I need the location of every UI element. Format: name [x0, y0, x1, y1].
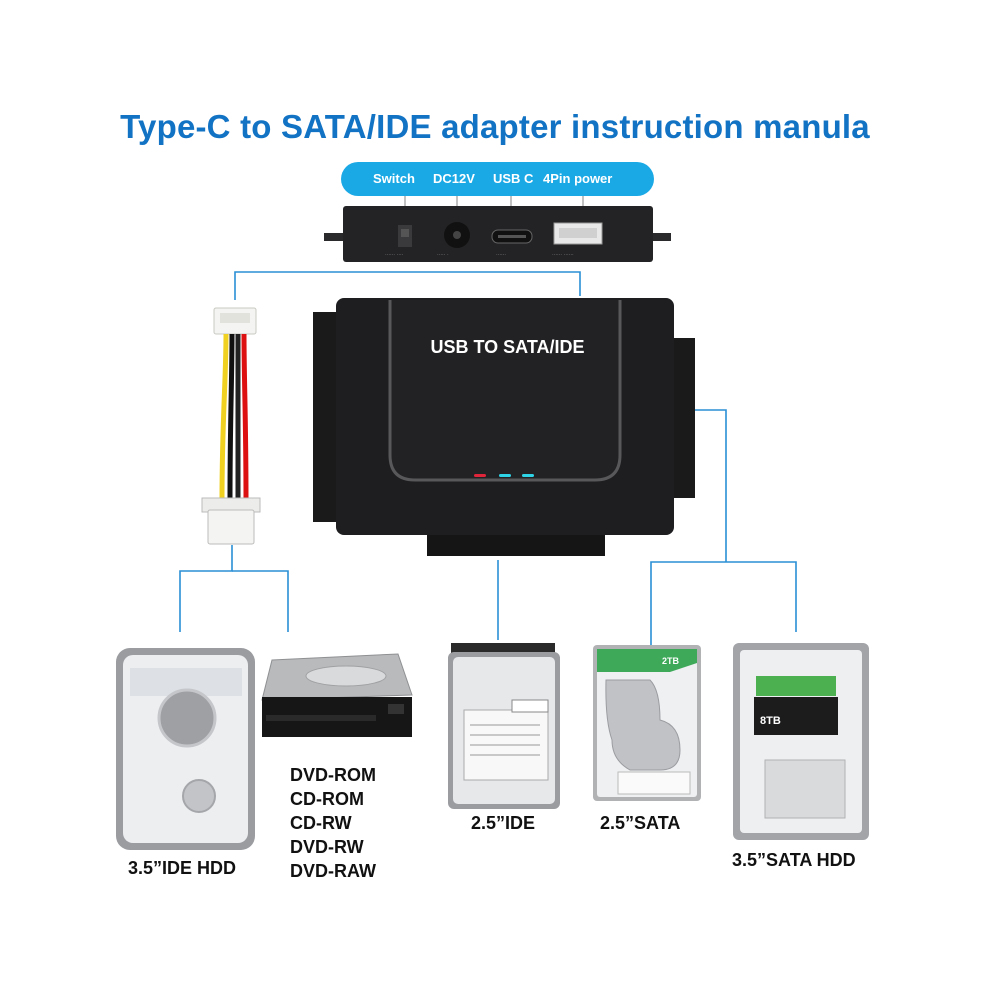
optical-format-item: CD-RW — [290, 813, 352, 833]
sata-25-image — [593, 645, 701, 801]
ide-hdd-35-image — [116, 648, 255, 850]
port-label-dc12v: DC12V — [433, 171, 475, 186]
adapter-body — [313, 298, 695, 556]
optical-format-item: DVD-ROM — [290, 765, 376, 785]
optical-format-item: CD-ROM — [290, 789, 364, 809]
optical-formats-list: DVD-ROM CD-ROM CD-RW DVD-RW DVD-RAW — [290, 763, 376, 883]
adapter-back-panel: ...... .... ..... . ...... ...... ...... — [324, 206, 671, 262]
caption-35-ide-hdd: 3.5”IDE HDD — [128, 858, 237, 878]
caption-25-ide: 2.5”IDE — [471, 813, 536, 833]
svg-text:..... .: ..... . — [437, 251, 449, 257]
optical-format-item: DVD-RAW — [290, 861, 376, 881]
svg-text:...... ....: ...... .... — [385, 251, 404, 257]
port-label-usbc: USB C — [493, 171, 534, 186]
ide-25-image — [448, 643, 560, 809]
optical-format-item: DVD-RW — [290, 837, 364, 857]
sata-25-capacity: 2TB — [662, 656, 680, 666]
sata-hdd-35-image — [733, 643, 869, 840]
port-label-4pin-power: 4Pin power — [543, 171, 613, 186]
svg-text:...... ......: ...... ...... — [552, 251, 574, 257]
port-label-switch: Switch — [373, 171, 415, 186]
caption-35-sata-hdd: 3.5”SATA HDD — [732, 850, 856, 870]
dvd-drive-image — [261, 653, 413, 737]
sata-35-capacity: 8TB — [760, 715, 781, 727]
page-title: Type-C to SATA/IDE adapter instruction m… — [120, 108, 870, 145]
power-cable — [201, 307, 261, 545]
connector-lines — [179, 271, 797, 645]
svg-text:......: ...... — [496, 251, 506, 257]
caption-25-sata: 2.5”SATA — [600, 813, 681, 833]
port-labels-banner: Switch DC12V USB C 4Pin power — [341, 162, 654, 196]
adapter-label: USB TO SATA/IDE — [430, 337, 585, 357]
